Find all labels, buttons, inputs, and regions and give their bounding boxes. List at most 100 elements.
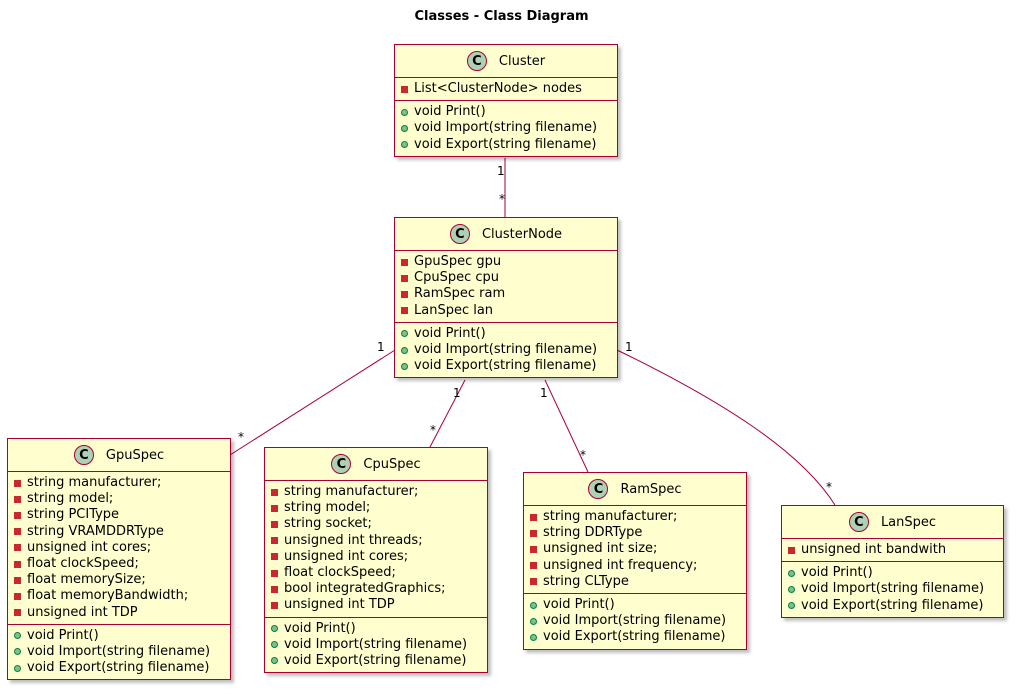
class-header: C GpuSpec [8, 439, 230, 472]
association-clusternode-cpuspec [429, 379, 466, 448]
field: string manufacturer; [14, 475, 230, 491]
class-name: ClusterNode [481, 226, 563, 242]
method: void Import(string filename) [530, 613, 746, 629]
private-visibility-icon [14, 576, 21, 584]
public-visibility-icon [788, 585, 795, 593]
method: void Export(string filename) [530, 629, 746, 645]
multiplicity-gpuspec-end: * [238, 430, 244, 444]
method: void Export(string filename) [14, 660, 230, 676]
private-visibility-icon [401, 274, 408, 282]
public-visibility-icon [788, 569, 795, 577]
field: string VRAMDDRType [14, 524, 230, 540]
field: unsigned int threads; [271, 533, 487, 549]
field: float memorySize; [14, 572, 230, 588]
field: string model; [14, 491, 230, 507]
private-visibility-icon [530, 529, 537, 537]
field: LanSpec lan [401, 303, 617, 319]
association-clusternode-lanspec [616, 349, 836, 506]
field: unsigned int cores; [271, 549, 487, 565]
class-gpuspec[interactable]: C GpuSpec string manufacturer; string mo… [7, 438, 231, 681]
method: void Export(string filename) [271, 653, 487, 669]
private-visibility-icon [401, 85, 408, 93]
method: void Export(string filename) [788, 598, 1003, 614]
private-visibility-icon [14, 592, 21, 600]
method: void Print() [788, 565, 1003, 581]
fields-section: string manufacturer; string model; strin… [265, 481, 487, 617]
field: unsigned int TDP [271, 597, 487, 613]
diagram-title: Classes - Class Diagram [414, 9, 589, 24]
method: void Export(string filename) [401, 358, 617, 374]
method: void Export(string filename) [401, 137, 617, 153]
class-c-icon: C [449, 224, 470, 244]
public-visibility-icon [788, 602, 795, 610]
private-visibility-icon [14, 479, 21, 487]
private-visibility-icon [271, 569, 278, 577]
public-visibility-icon [401, 124, 408, 132]
private-visibility-icon [271, 585, 278, 593]
field: string manufacturer; [530, 509, 746, 525]
class-header: C RamSpec [524, 473, 746, 506]
private-visibility-icon [14, 609, 21, 617]
public-visibility-icon [401, 108, 408, 116]
field: List<ClusterNode> nodes [401, 81, 617, 97]
method: void Print() [401, 326, 617, 342]
field: string CLType [530, 574, 746, 590]
private-visibility-icon [271, 553, 278, 561]
public-visibility-icon [271, 625, 278, 633]
multiplicity-clusternode-cpu-end: 1 [453, 386, 461, 400]
private-visibility-icon [271, 504, 278, 512]
field: CpuSpec cpu [401, 270, 617, 286]
methods-section: void Print() void Import(string filename… [265, 616, 487, 673]
methods-section: void Print() void Import(string filename… [782, 561, 1003, 617]
method: void Import(string filename) [14, 644, 230, 660]
method: void Print() [271, 621, 487, 637]
private-visibility-icon [14, 560, 21, 568]
public-visibility-icon [530, 617, 537, 625]
private-visibility-icon [530, 545, 537, 553]
private-visibility-icon [14, 528, 21, 536]
field: float clockSpeed; [14, 556, 230, 572]
fields-section: List<ClusterNode> nodes [395, 78, 617, 100]
class-cluster[interactable]: C Cluster List<ClusterNode> nodes void P… [394, 44, 618, 157]
association-clusternode-ramspec [544, 379, 589, 473]
multiplicity-clusternode-gpu-end: 1 [377, 340, 385, 354]
class-header: C CpuSpec [265, 448, 487, 481]
field: unsigned int frequency; [530, 558, 746, 574]
fields-section: unsigned int bandwith [782, 539, 1003, 561]
method: void Print() [14, 628, 230, 644]
method: void Print() [530, 597, 746, 613]
private-visibility-icon [271, 601, 278, 609]
public-visibility-icon [530, 633, 537, 641]
fields-section: string manufacturer; string model; strin… [8, 472, 230, 624]
class-c-icon: C [588, 479, 609, 499]
private-visibility-icon [271, 537, 278, 545]
class-header: C ClusterNode [395, 218, 617, 251]
field: string model; [271, 500, 487, 516]
field: string PCIType [14, 507, 230, 523]
methods-section: void Print() void Import(string filename… [8, 623, 230, 680]
class-clusternode[interactable]: C ClusterNode GpuSpec gpu CpuSpec cpu Ra… [394, 217, 618, 379]
field: unsigned int bandwith [788, 542, 1003, 558]
public-visibility-icon [271, 641, 278, 649]
class-lanspec[interactable]: C LanSpec unsigned int bandwith void Pri… [781, 505, 1004, 618]
public-visibility-icon [14, 648, 21, 656]
multiplicity-ramspec-end: * [580, 448, 586, 462]
class-ramspec[interactable]: C RamSpec string manufacturer; string DD… [523, 472, 747, 650]
method: void Import(string filename) [401, 120, 617, 136]
public-visibility-icon [271, 657, 278, 665]
methods-section: void Print() void Import(string filename… [395, 100, 617, 156]
multiplicity-lanspec-end: * [826, 480, 832, 494]
public-visibility-icon [401, 346, 408, 354]
field: float clockSpeed; [271, 565, 487, 581]
methods-section: void Print() void Import(string filename… [395, 321, 617, 378]
method: void Import(string filename) [788, 581, 1003, 597]
private-visibility-icon [14, 544, 21, 552]
public-visibility-icon [14, 664, 21, 672]
multiplicity-clusternode-ram-end: 1 [540, 386, 548, 400]
method: void Print() [401, 104, 617, 120]
class-c-icon: C [466, 51, 487, 71]
class-header: C Cluster [395, 45, 617, 78]
class-cpuspec[interactable]: C CpuSpec string manufacturer; string mo… [264, 447, 488, 674]
public-visibility-icon [530, 601, 537, 609]
